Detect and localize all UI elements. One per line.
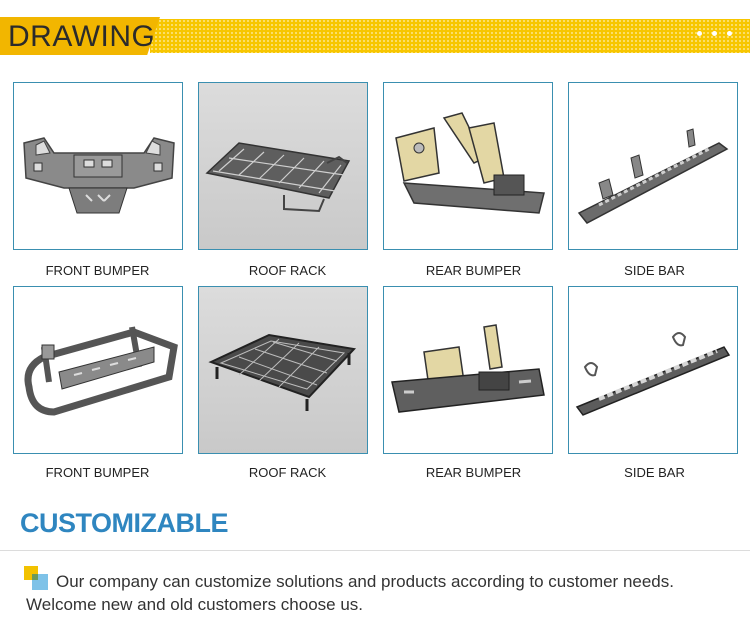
rear-bumper-drawing-icon [391,324,545,413]
page-title: DRAWING [8,20,156,53]
front-bumper-drawing-icon [24,326,178,416]
banner-background [150,19,750,53]
roof-rack-drawing-icon [205,142,351,213]
product-label: REAR BUMPER [425,465,522,480]
product-card-front-bumper[interactable] [13,286,183,454]
dot-icon [712,31,717,36]
rear-bumper-drawing-icon [395,112,545,214]
product-label: SIDE BAR [624,465,685,480]
product-card-roof-rack[interactable] [198,286,368,454]
product-label: FRONT BUMPER [45,263,150,278]
banner-dots [697,31,732,36]
divider [0,550,750,551]
dot-icon [727,31,732,36]
description-line-1: Our company can customize solutions and … [56,572,674,591]
product-label: REAR BUMPER [425,263,522,278]
banner-title-box: DRAWING [0,17,160,55]
dot-icon [697,31,702,36]
front-bumper-drawing-icon [23,137,175,214]
square-logo-icon [24,566,48,590]
product-card-rear-bumper[interactable] [383,286,553,454]
product-card-front-bumper[interactable] [13,82,183,250]
product-label: ROOF RACK [248,263,327,278]
description-line-2: Welcome new and old customers choose us. [26,595,364,614]
product-card-side-bar[interactable] [568,286,738,454]
header-banner: DRAWING [0,17,750,55]
product-card-side-bar[interactable] [568,82,738,250]
section-description: Our company can customize solutions and … [26,570,741,616]
roof-rack-drawing-icon [208,333,357,411]
product-card-rear-bumper[interactable] [383,82,553,250]
product-label: SIDE BAR [624,263,685,278]
side-bar-drawing-icon [577,128,729,224]
product-card-roof-rack[interactable] [198,82,368,250]
product-label: ROOF RACK [248,465,327,480]
section-title: CUSTOMIZABLE [20,508,229,538]
product-label: FRONT BUMPER [45,465,150,480]
side-bar-drawing-icon [575,332,731,416]
